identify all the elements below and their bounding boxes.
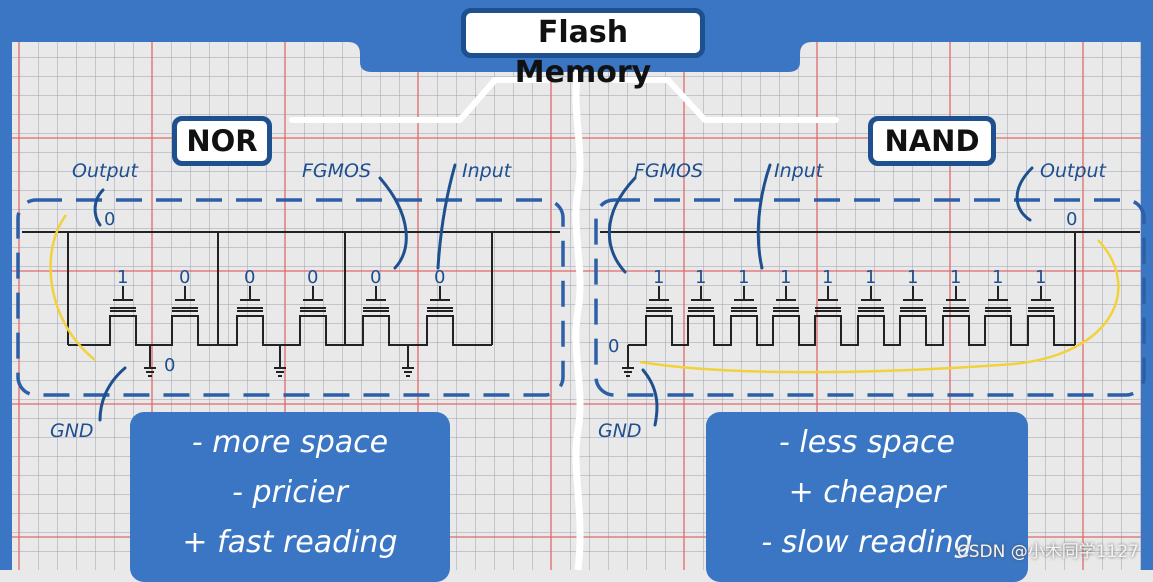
nor-gnd-leader — [98, 366, 127, 422]
nor-feature-panel: - more space - pricier + fast reading — [130, 412, 450, 582]
nor-feature-2: - pricier — [232, 475, 348, 510]
nor-fgmos-cell: 0 — [172, 267, 198, 317]
nor-heading-text: NOR — [186, 124, 258, 158]
cell-value: 1 — [1035, 267, 1046, 288]
cell-value: 0 — [307, 267, 318, 288]
nor-cells: 1 0 0 0 0 0 — [68, 267, 492, 346]
nand-fgmos-cell: 1 — [943, 267, 969, 317]
nor-output-value: 0 — [104, 209, 115, 230]
nor-array-boundary — [16, 198, 565, 397]
cell-value: 1 — [738, 267, 749, 288]
nor-circuit — [22, 231, 560, 377]
terminal-values: 0 0 0 0 — [104, 209, 1077, 376]
cell-value: 1 — [992, 267, 1003, 288]
nor-fgmos-cell: 0 — [237, 267, 263, 317]
nand-fgmos-cell: 1 — [773, 267, 799, 317]
nor-feature-1: - more space — [191, 425, 389, 460]
cell-value: 1 — [117, 267, 128, 288]
nor-fgmos-leader — [378, 176, 408, 270]
nand-output-value: 0 — [1066, 209, 1077, 230]
nand-heading-text: NAND — [884, 124, 980, 158]
nand-heading: NAND — [868, 116, 996, 166]
nand-output-label: Output — [1040, 160, 1108, 182]
nand-fgmos-cell: 1 — [858, 267, 884, 317]
title-connector-left — [289, 77, 551, 123]
nand-gnd-label: GND — [598, 420, 642, 442]
cell-value: 1 — [780, 267, 791, 288]
nand-gnd-leader — [641, 368, 659, 427]
nor-output-leader — [93, 188, 105, 227]
nor-fgmos-cell: 0 — [300, 267, 326, 317]
cell-value: 0 — [434, 267, 445, 288]
cell-value: 1 — [865, 267, 876, 288]
nor-fgmos-cell: 0 — [427, 267, 453, 317]
cell-value: 0 — [370, 267, 381, 288]
left-border — [0, 0, 12, 570]
nand-feature-panel: - less space + cheaper - slow reading — [706, 412, 1028, 582]
nor-highlight-path — [49, 214, 96, 361]
title-connector-right — [611, 77, 839, 123]
nand-feature-3: - slow reading — [761, 525, 973, 560]
right-border — [1141, 0, 1153, 570]
nand-array-boundary — [594, 198, 1146, 397]
cell-value: 1 — [907, 267, 918, 288]
nor-gnd-label: GND — [50, 420, 94, 442]
nand-fgmos-leader — [607, 176, 637, 274]
nand-fgmos-cell: 1 — [731, 267, 757, 317]
nor-input-leader — [436, 163, 457, 270]
cell-value: 1 — [695, 267, 706, 288]
nor-fgmos-label: FGMOS — [302, 160, 371, 182]
nor-fgmos-cell: 1 — [110, 267, 136, 317]
center-divider — [572, 69, 584, 571]
nand-highlight-path — [639, 239, 1120, 374]
diagram-labels: Output FGMOS Input GND FGMOS Input Outpu… — [50, 160, 1108, 442]
nand-input-leader — [756, 163, 772, 270]
nand-fgmos-cell: 1 — [985, 267, 1011, 317]
nor-gnd-value: 0 — [164, 355, 175, 376]
cell-value: 1 — [822, 267, 833, 288]
cell-value: 1 — [653, 267, 664, 288]
cell-value: 1 — [950, 267, 961, 288]
nand-fgmos-label: FGMOS — [634, 160, 703, 182]
nor-heading: NOR — [172, 116, 272, 166]
nand-output-leader — [1015, 166, 1034, 222]
nand-feature-2: + cheaper — [788, 475, 946, 510]
nand-fgmos-cell: 1 — [1028, 267, 1054, 317]
nor-fgmos-cell: 0 — [363, 267, 389, 317]
page-title-text: Flash Memory — [514, 15, 652, 90]
nand-circuit — [600, 231, 1140, 377]
nor-input-label: Input — [462, 160, 513, 182]
label-leaders — [93, 163, 1034, 427]
nand-cells: 1 1 1 1 1 1 1 1 1 1 — [628, 267, 1075, 346]
nand-fgmos-cell: 1 — [900, 267, 926, 317]
nand-fgmos-cell: 1 — [646, 267, 672, 317]
nor-feature-3: + fast reading — [182, 525, 398, 560]
watermark: CSDN @小木同学1127 — [956, 542, 1139, 562]
nand-fgmos-cell: 1 — [688, 267, 714, 317]
nand-feature-1: - less space — [779, 425, 955, 460]
page-title: Flash Memory — [461, 8, 705, 90]
nand-gnd-value: 0 — [608, 336, 619, 357]
cell-value: 0 — [179, 267, 190, 288]
nand-fgmos-cell: 1 — [815, 267, 841, 317]
nand-input-label: Input — [774, 160, 825, 182]
nor-output-label: Output — [72, 160, 140, 182]
cell-value: 0 — [244, 267, 255, 288]
